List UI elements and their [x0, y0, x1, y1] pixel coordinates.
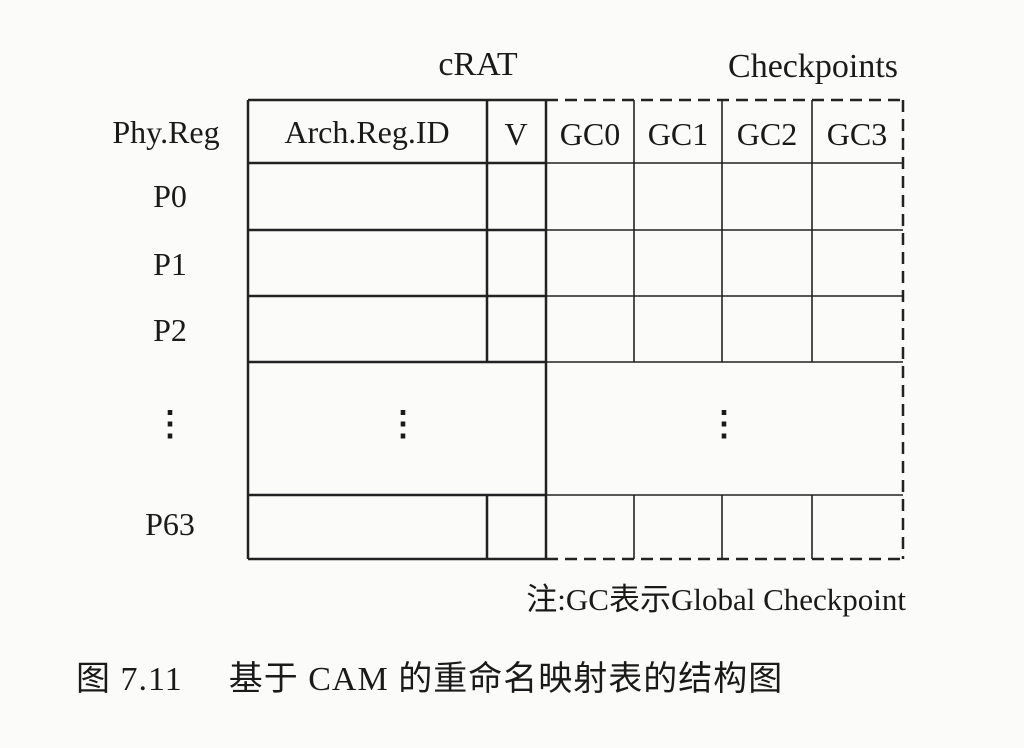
- checkpoints-body-ellipsis: ⋮: [707, 406, 741, 443]
- figure-title: 基于 CAM 的重命名映射表的结构图: [228, 661, 784, 698]
- crat-label: cRAT: [438, 46, 518, 83]
- row-label-p0: P0: [153, 178, 187, 214]
- phy-reg-header: Phy.Reg: [112, 114, 220, 150]
- row-label-p1: P1: [153, 246, 187, 282]
- row-label-p63: P63: [145, 506, 195, 542]
- gc0-header: GC0: [559, 116, 621, 152]
- gc3-header: GC3: [826, 116, 888, 152]
- figure-number: 图 7.11: [76, 661, 183, 698]
- crat-body-ellipsis: ⋮: [386, 406, 420, 443]
- row-label-p2: P2: [153, 312, 187, 348]
- row-label-ellipsis: ⋮: [153, 406, 187, 443]
- valid-bit-header: V: [504, 116, 528, 152]
- arch-reg-id-header: Arch.Reg.ID: [284, 114, 450, 150]
- footnote: 注:GC表示Global Checkpoint: [526, 582, 906, 617]
- checkpoints-label: Checkpoints: [728, 48, 898, 85]
- gc1-header: GC1: [647, 116, 709, 152]
- gc2-header: GC2: [736, 116, 798, 152]
- figure-caption: 图 7.11 基于 CAM 的重命名映射表的结构图: [76, 663, 783, 697]
